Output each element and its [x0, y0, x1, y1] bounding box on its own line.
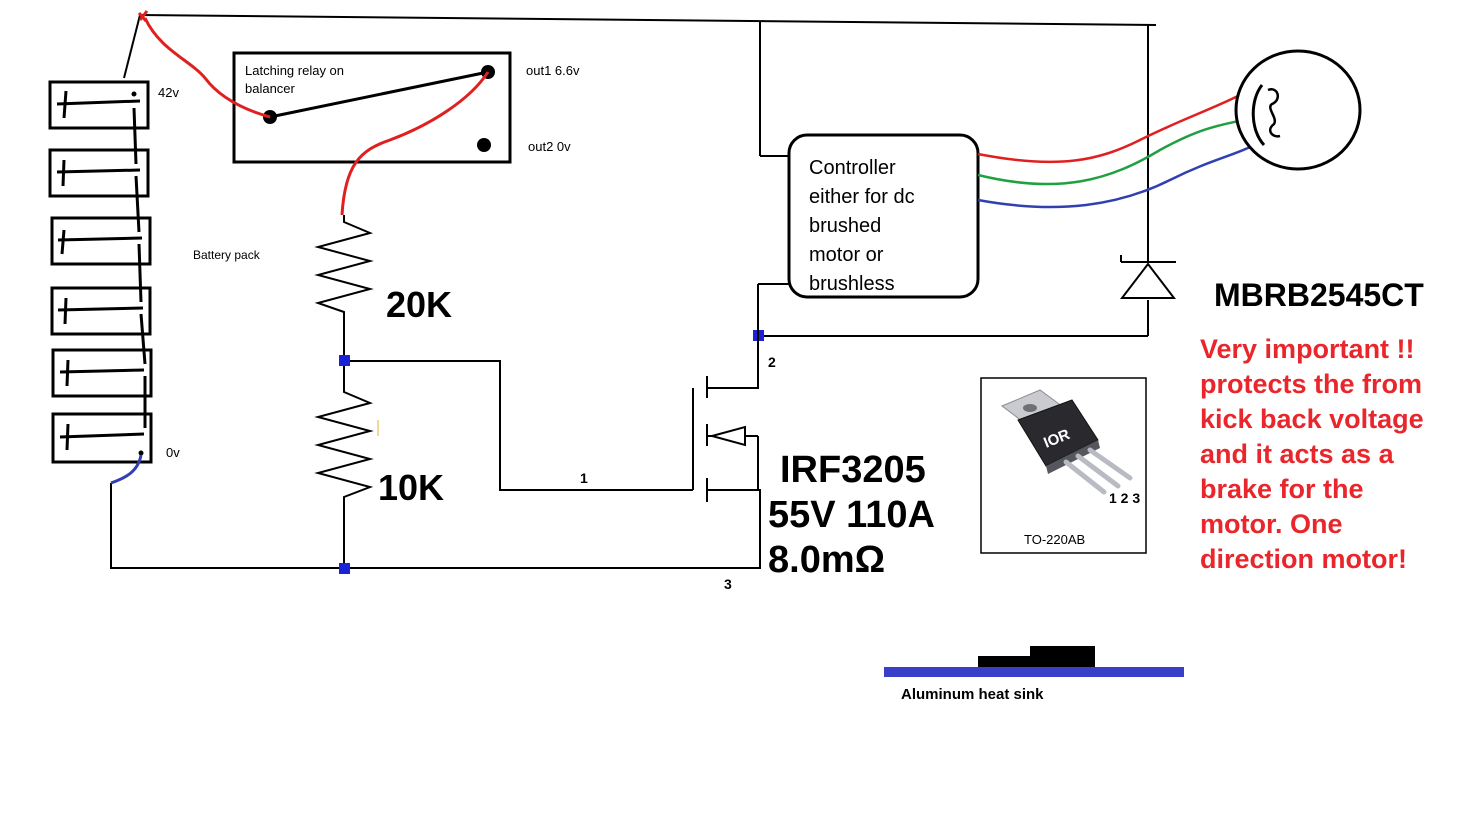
note-line7: direction motor! — [1200, 544, 1407, 574]
note-line4: and it acts as a — [1200, 439, 1395, 469]
mosfet-on-heatsink-body — [978, 656, 1033, 667]
label-out1: out1 6.6v — [526, 63, 580, 78]
junction-ground — [339, 563, 350, 574]
red-wire-battery-relay — [143, 17, 271, 119]
diode-part-label: MBRB2545CT — [1214, 277, 1424, 313]
motor-wire-blue — [977, 144, 1253, 209]
label-20k: 20K — [386, 284, 452, 325]
controller-label-line3: brushed — [809, 215, 881, 237]
mosfet-label-line2: 55V 110A — [768, 494, 935, 536]
heatsink-bar — [884, 667, 1184, 677]
controller-label-line1: Controller — [809, 157, 896, 179]
relay-label-line1: Latching relay on — [245, 63, 344, 78]
package-pin-numbers: 1 2 3 — [1109, 490, 1140, 506]
battery-pack — [48, 80, 153, 464]
motor-winding-inner — [1267, 88, 1281, 138]
note-line1: Very important !! — [1200, 334, 1415, 364]
battery-cell-6 — [51, 412, 153, 464]
relay-contact-out2 — [477, 138, 491, 152]
label-42v: 42v — [158, 85, 179, 100]
gate-wire — [344, 360, 693, 491]
relay-switch-arm — [269, 70, 489, 119]
resistor-10k — [314, 360, 374, 569]
latching-relay-box — [232, 51, 512, 164]
motor-wire-red — [977, 93, 1241, 164]
label-pin2: 2 — [768, 354, 776, 370]
controller-label-line2: either for dc — [809, 186, 915, 208]
mosfet-on-heatsink-tab — [1030, 646, 1095, 667]
package-name: TO-220AB — [1024, 532, 1085, 547]
note-line5: brake for the — [1200, 474, 1364, 504]
resistor-20k — [314, 215, 374, 360]
ground-wire — [110, 483, 761, 569]
heatsink-label: Aluminum heat sink — [901, 686, 1044, 703]
label-pin1: 1 — [580, 470, 588, 486]
motor-winding-outer — [1251, 84, 1266, 147]
label-0v: 0v — [166, 445, 180, 460]
red-wire-relay-resistor — [340, 71, 490, 216]
junction-divider-mid — [339, 355, 350, 366]
relay-label-line2: balancer — [245, 81, 296, 96]
label-out2: out2 0v — [528, 139, 571, 154]
mosfet-label-line1: IRF3205 — [780, 449, 926, 491]
mosfet-symbol — [692, 336, 759, 502]
mosfet-label-line3: 8.0mΩ — [768, 539, 885, 581]
controller-label-line5: brushless — [809, 273, 895, 295]
note-line3: kick back voltage — [1200, 404, 1424, 434]
blue-wire-battery-ground — [110, 454, 143, 485]
label-battery-pack: Battery pack — [193, 248, 261, 262]
to220-package-picture: IOR — [1001, 389, 1133, 495]
motor-wire-green — [977, 118, 1245, 186]
controller-label-line4: motor or — [809, 244, 884, 266]
controller-box — [787, 133, 980, 299]
label-pin3: 3 — [724, 576, 732, 592]
motor-circle — [1234, 49, 1362, 171]
flyback-diode — [1119, 250, 1177, 299]
note-line2: protects the from — [1200, 369, 1422, 399]
label-10k: 10K — [378, 467, 444, 508]
top-rail-wires — [123, 14, 1157, 337]
note-line6: motor. One — [1200, 509, 1343, 539]
